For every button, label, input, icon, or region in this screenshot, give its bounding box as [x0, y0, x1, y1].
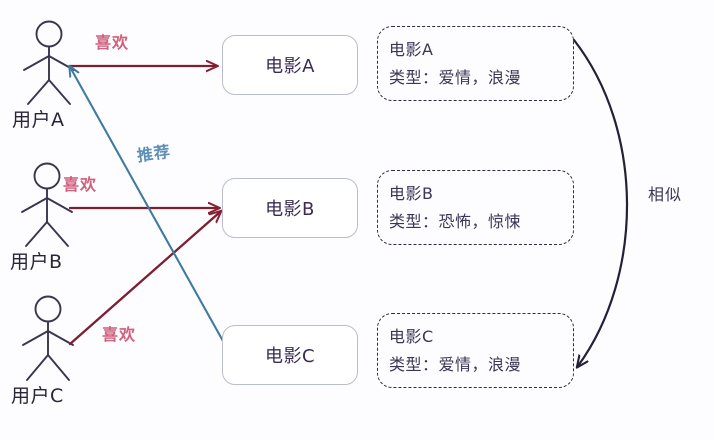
metadata-card-b-genre: 类型：恐怖，惊悚: [389, 212, 522, 231]
actor-label-user-b: 用户B: [10, 251, 63, 273]
edge-similar: [572, 38, 629, 366]
movie-box-a[interactable]: 电影A: [222, 35, 358, 95]
metadata-card-b-title: 电影B: [389, 184, 434, 203]
stick-figure-user-b: [21, 162, 73, 247]
metadata-card-a[interactable]: 电影A 类型：爱情，浪漫: [377, 26, 574, 101]
metadata-card-c-title: 电影C: [389, 327, 434, 346]
actor-label-user-a: 用户A: [12, 109, 65, 131]
movie-box-b-label: 电影B: [265, 199, 315, 220]
edge-recommend: [70, 67, 230, 352]
movie-box-b[interactable]: 电影B: [222, 178, 358, 238]
metadata-card-c-genre: 类型：爱情，浪漫: [389, 355, 522, 374]
metadata-card-a-genre: 类型：爱情，浪漫: [389, 68, 522, 87]
movie-box-c[interactable]: 电影C: [222, 325, 358, 385]
edge-label-like-b: 喜欢: [63, 175, 98, 194]
edge-label-like-a: 喜欢: [95, 33, 130, 52]
movie-box-c-label: 电影C: [264, 346, 316, 367]
edge-label-like-c: 喜欢: [102, 325, 137, 344]
metadata-card-b[interactable]: 电影B 类型：恐怖，惊悚: [377, 170, 574, 245]
actor-label-user-c: 用户C: [11, 385, 64, 407]
metadata-card-c[interactable]: 电影C 类型：爱情，浪漫: [377, 313, 574, 388]
movie-box-a-label: 电影A: [265, 56, 315, 77]
metadata-card-a-title: 电影A: [389, 40, 434, 59]
stick-figure-user-c: [22, 295, 74, 381]
stick-figure-user-a: [23, 20, 75, 105]
edge-like-c: [68, 212, 220, 346]
edge-label-similar: 相似: [648, 185, 683, 204]
